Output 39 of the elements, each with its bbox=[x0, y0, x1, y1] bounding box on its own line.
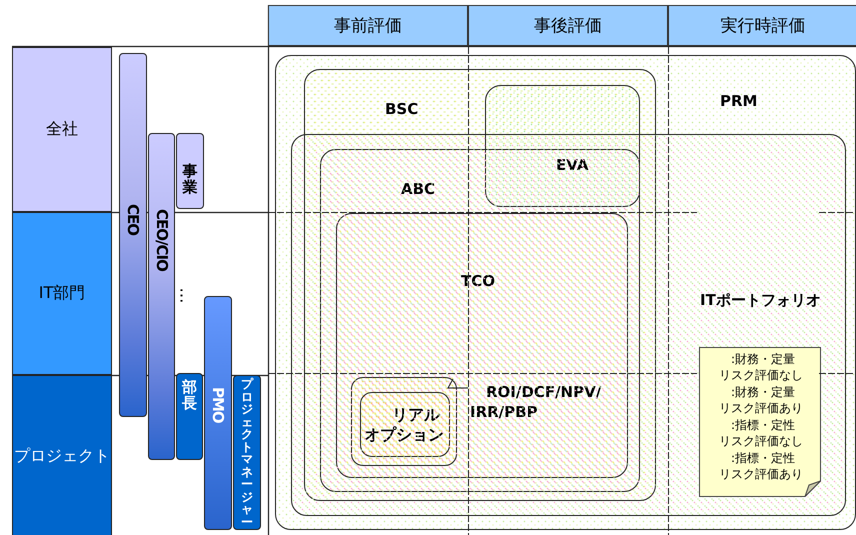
role-label: CEO/CIO bbox=[153, 209, 171, 271]
header-text: 実行時評価 bbox=[720, 15, 806, 37]
column-header bbox=[268, 5, 468, 46]
role-bar bbox=[204, 296, 232, 530]
note-entry: :財務・定量リスク評価あり bbox=[719, 384, 804, 416]
row-header bbox=[12, 375, 112, 535]
role-bar bbox=[148, 133, 175, 460]
role-label: 部長 bbox=[182, 380, 197, 411]
ellipsis-mark: … bbox=[176, 288, 196, 304]
row-label: IT部門 bbox=[38, 283, 86, 304]
row-label: 全社 bbox=[46, 119, 78, 140]
role-bar bbox=[233, 375, 261, 530]
column-header bbox=[668, 5, 856, 46]
method-label: ROI/DCF/NPV/ IRR/PBP bbox=[470, 382, 602, 422]
area-label: ITポートフォリオ bbox=[700, 291, 821, 310]
leader-line bbox=[447, 378, 468, 388]
area-label: ABC bbox=[401, 180, 436, 198]
note-entry: :指標・定性リスク評価なし bbox=[719, 417, 804, 449]
header-text: 事前評価 bbox=[334, 15, 402, 37]
row-header bbox=[12, 47, 112, 212]
column-header bbox=[468, 5, 668, 46]
role-bar bbox=[119, 53, 147, 417]
role-bar bbox=[176, 373, 203, 460]
evaluation-area bbox=[275, 55, 856, 530]
role-label: 事業 bbox=[182, 164, 198, 195]
note-box bbox=[699, 347, 821, 497]
row-label: プロジェクト bbox=[14, 446, 110, 466]
role-label: プロジェクトマネージャー bbox=[241, 378, 253, 528]
area-label: PRM bbox=[720, 92, 758, 110]
header-text: 事後評価 bbox=[534, 15, 602, 37]
evaluation-area bbox=[291, 134, 846, 516]
row-header bbox=[12, 212, 112, 375]
note-entry: :指標・定性リスク評価あり bbox=[719, 450, 804, 482]
role-label: CEO bbox=[124, 204, 142, 236]
role-bar bbox=[176, 133, 204, 209]
note-entry: :財務・定量リスク評価なし bbox=[719, 351, 804, 383]
role-label: PMO bbox=[209, 387, 227, 423]
area-label: BSC bbox=[385, 100, 418, 118]
area-label: TCO bbox=[461, 272, 495, 290]
